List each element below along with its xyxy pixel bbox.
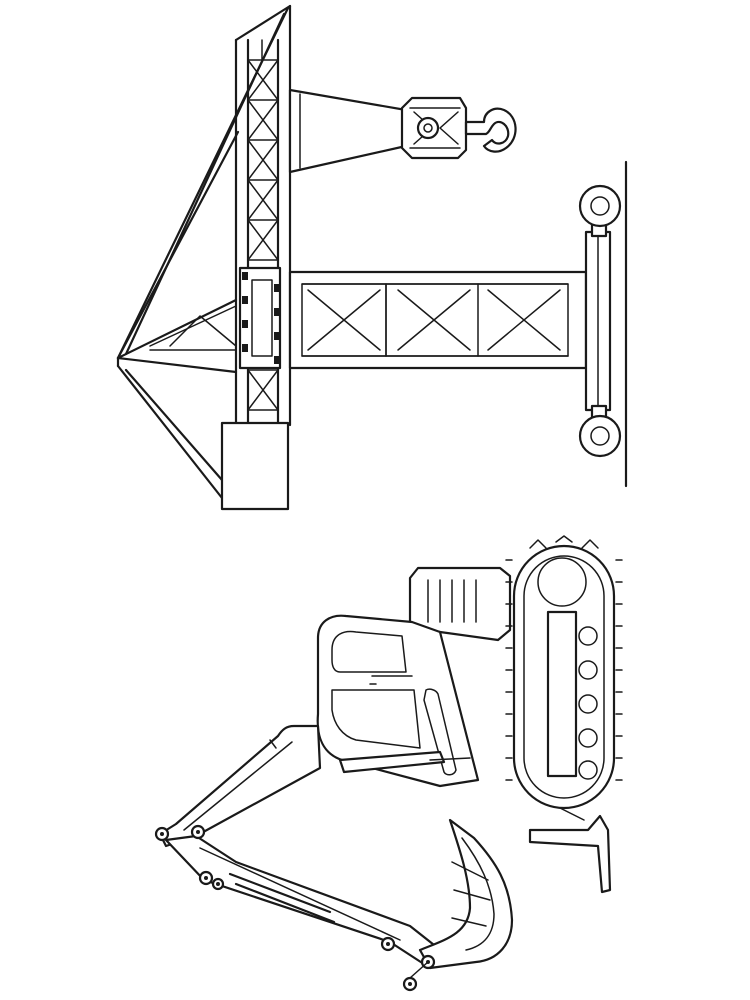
excavator-track bbox=[505, 535, 623, 810]
crane-hook-icon bbox=[464, 107, 517, 153]
excavator-blade bbox=[528, 807, 612, 894]
crane-pulley-block bbox=[400, 96, 468, 160]
crane-jib bbox=[288, 270, 588, 370]
crane-cab bbox=[238, 266, 282, 370]
crane-guy-cables bbox=[116, 6, 290, 500]
crane-wheel-bottom-icon bbox=[578, 414, 622, 458]
crane-end-truck bbox=[578, 160, 628, 488]
excavator-stick bbox=[164, 750, 471, 970]
excavator-bucket bbox=[418, 818, 514, 970]
crane-hoist-housing bbox=[288, 88, 408, 174]
crane-wheel-top-icon bbox=[578, 184, 622, 228]
crane-illustration bbox=[116, 4, 628, 511]
excavator-pins bbox=[154, 824, 436, 992]
excavator-boom bbox=[158, 724, 322, 848]
crane-counterweight bbox=[220, 421, 290, 511]
excavator-idler-wheel-icon bbox=[537, 557, 587, 607]
excavator-illustration bbox=[154, 535, 623, 992]
